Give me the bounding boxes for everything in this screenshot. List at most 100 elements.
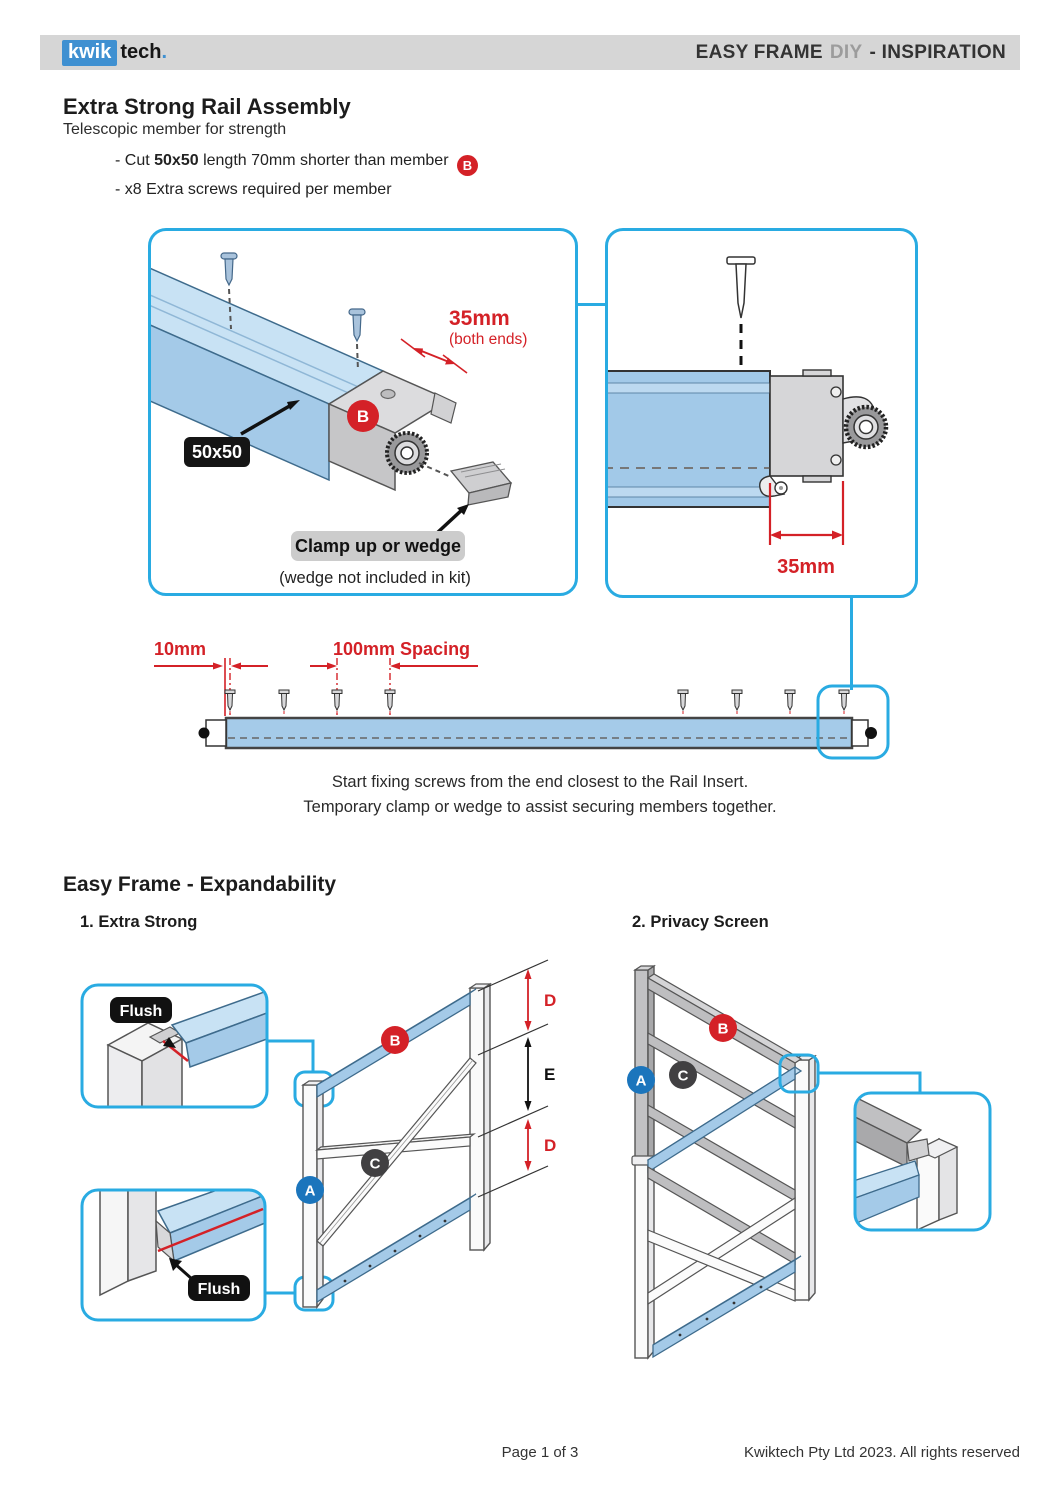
flush-top-detail-border <box>80 983 269 1109</box>
dim-both-ends-label: (both ends) <box>449 331 527 348</box>
rail-side-view <box>608 370 771 508</box>
screw-icon <box>784 689 796 716</box>
item1-title: 1. Extra Strong <box>80 913 198 931</box>
badge-a-label: A <box>636 1073 647 1090</box>
screw-icon <box>726 256 756 368</box>
rail-assembly-side-box: 35mm <box>605 228 918 598</box>
flush-label-top: Flush <box>110 997 172 1023</box>
assembly-caption: Start fixing screws from the end closest… <box>130 770 950 820</box>
bullet1-pre: - Cut <box>115 152 155 169</box>
badge-b: B <box>709 1014 737 1042</box>
bottom-rail-blue <box>316 1193 477 1304</box>
rail-end-knob-left <box>198 727 210 739</box>
screw-icon <box>220 252 238 330</box>
bullet1-post: length 70mm shorter than member <box>198 152 449 169</box>
dim-10mm-label: 10mm <box>154 639 206 659</box>
badge-b: B <box>347 400 379 432</box>
callout-connector <box>267 1039 315 1072</box>
corner-joint-detail <box>855 1093 959 1230</box>
badge-b: B <box>381 1026 409 1054</box>
flush-bottom-detail-border <box>80 1188 267 1322</box>
screw-icon <box>224 689 236 716</box>
diagonal-gray <box>647 1031 796 1130</box>
extra-strong-frame-diagram: Flush Flush <box>80 959 556 1322</box>
badge-c-label: C <box>370 1156 381 1173</box>
item2-title: 2. Privacy Screen <box>632 913 769 931</box>
wedge <box>418 461 513 535</box>
badge-a-label: A <box>305 1183 316 1200</box>
rail-insert <box>327 370 457 492</box>
flush-label-bottom: Flush <box>188 1275 250 1301</box>
dimension-lines: D E D <box>477 959 556 1198</box>
expandability-heading: Easy Frame - Expandability <box>63 873 337 896</box>
flush-label-text: Flush <box>120 1003 163 1020</box>
dim-35mm-label: 35mm <box>449 307 510 330</box>
screw-icon <box>384 689 396 716</box>
flush-top-detail <box>106 989 267 1107</box>
screw-icon <box>838 689 850 716</box>
badge-a: A <box>627 1066 655 1094</box>
badge-a: A <box>296 1176 324 1204</box>
flush-bottom-detail <box>99 1190 265 1297</box>
page-title: Extra Strong Rail Assembly <box>63 94 351 119</box>
label-50x50-text: 50x50 <box>192 442 242 462</box>
frame-post-left <box>631 964 657 1360</box>
rail-end-knob-right <box>865 727 877 739</box>
badge-c: C <box>361 1149 389 1177</box>
badge-b-label: B <box>357 407 369 426</box>
rail-insert-callout <box>816 684 890 760</box>
bullet-extra-screws: - x8 Extra screws required per member <box>115 181 392 198</box>
badge-b-label: B <box>718 1021 729 1038</box>
dim-d-top-label: D <box>544 991 556 1010</box>
rail-assembly-side-drawing: 35mm <box>608 256 889 578</box>
connector-line-horizontal <box>570 303 607 306</box>
dim-35mm-side: 35mm <box>768 481 845 578</box>
dim-d-bottom-label: D <box>544 1136 556 1155</box>
corner-joint-detail-border <box>853 1091 992 1232</box>
rail-assembly-isometric-drawing: B 35mm (both ends) <box>151 252 527 587</box>
screw-spacing-diagram: 10mm 100mm Spacing <box>154 639 890 760</box>
dim-10mm: 10mm <box>154 639 268 716</box>
logo-tech: tech <box>120 40 162 63</box>
badge-b-label: B <box>390 1033 401 1050</box>
screw-icon <box>331 689 343 716</box>
mid-rail <box>314 1133 477 1160</box>
header-title-pre: EASY FRAME <box>695 41 823 63</box>
callout-connector <box>818 1071 922 1093</box>
connector-line-vertical <box>850 590 853 690</box>
badge-c-label: C <box>678 1068 689 1085</box>
header-title-diy: DIY <box>829 41 863 63</box>
dim-100mm-label: 100mm Spacing <box>333 639 470 659</box>
dim-e-label: E <box>544 1065 555 1084</box>
caption-line2: Temporary clamp or wedge to assist secur… <box>303 798 777 816</box>
wedge-note-text: (wedge not included in kit) <box>279 569 471 587</box>
long-rail <box>198 716 877 750</box>
dim-35mm-side-label: 35mm <box>777 556 835 578</box>
logo-kwik: kwik <box>62 39 118 66</box>
clamp-label: Clamp up or wedge (wedge not included in… <box>279 531 471 587</box>
diagonal-white <box>647 1196 796 1306</box>
header-title-post: - INSPIRATION <box>869 41 1006 63</box>
dim-35mm-both-ends: 35mm (both ends) <box>400 307 527 374</box>
member-b-badge: B <box>456 155 478 176</box>
diagonal-brace <box>316 1057 477 1247</box>
rail-insert-side <box>759 369 889 498</box>
screw-row <box>224 689 850 716</box>
flush-label-text: Flush <box>198 1281 241 1298</box>
bottom-rail-blue <box>652 1255 802 1359</box>
screw-icon <box>677 689 689 716</box>
screw-icon <box>731 689 743 716</box>
bullet-cut-length: - Cut 50x50 length 70mm shorter than mem… <box>115 152 478 176</box>
label-50x50: 50x50 <box>184 400 300 467</box>
copyright: Kwiktech Pty Ltd 2023. All rights reserv… <box>744 1444 1020 1461</box>
screw-icon <box>348 308 366 372</box>
badge-c: C <box>669 1061 697 1089</box>
page-number: Page 1 of 3 <box>501 1444 579 1461</box>
clamp-label-text: Clamp up or wedge <box>295 536 461 556</box>
rail-assembly-isometric-box: B 35mm (both ends) <box>148 228 578 596</box>
caption-line1: Start fixing screws from the end closest… <box>331 773 749 791</box>
header-title: EASY FRAME DIY - INSPIRATION <box>696 42 1006 64</box>
